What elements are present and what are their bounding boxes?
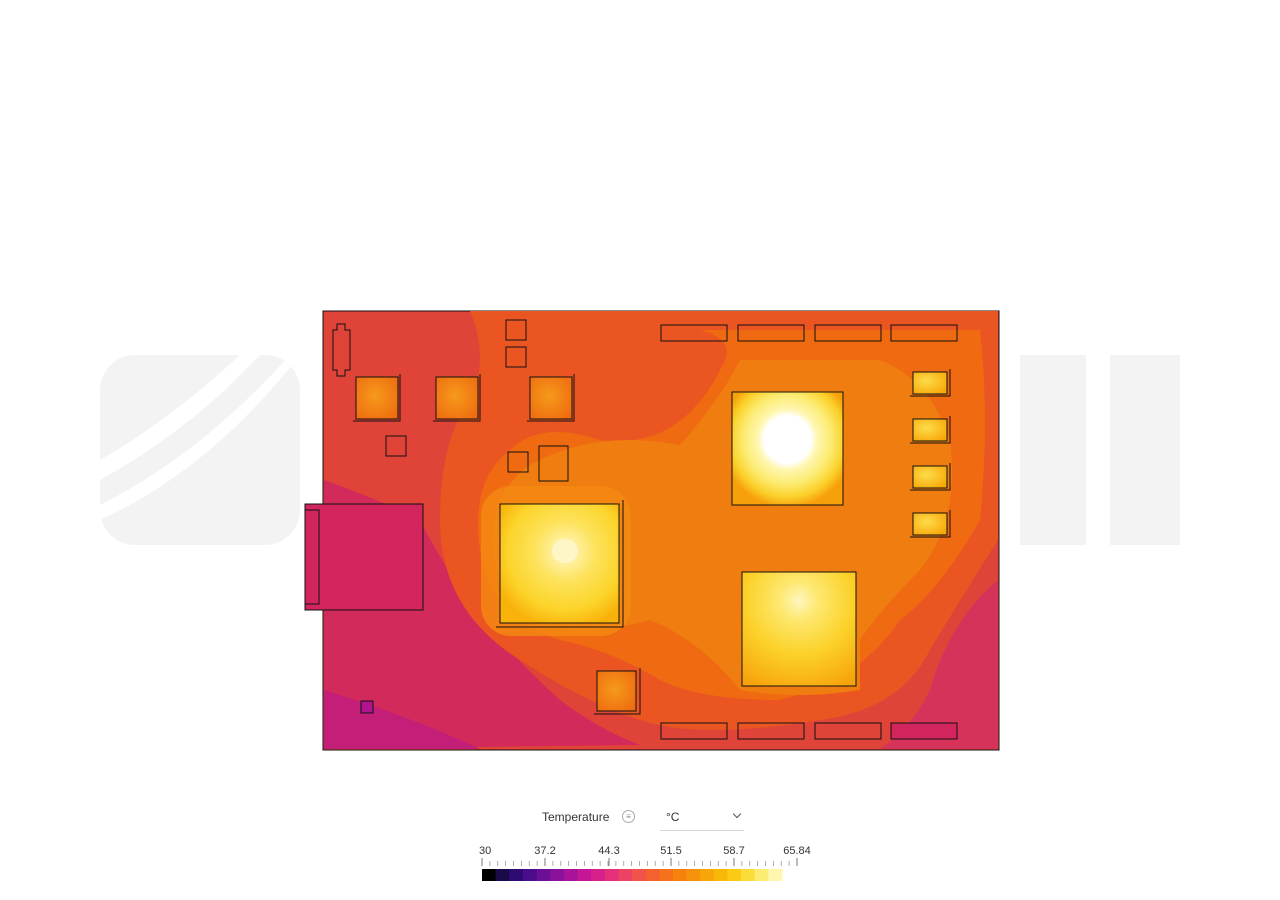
- chip-bottom-small[interactable]: [594, 668, 641, 715]
- unit-dropdown[interactable]: °C: [660, 806, 744, 831]
- tick-label: 58.7: [723, 845, 744, 857]
- colorbar-segment: [563, 869, 578, 881]
- header-pad[interactable]: [737, 324, 805, 342]
- connector-top-left[interactable]: [332, 323, 351, 377]
- header-pad[interactable]: [814, 722, 882, 740]
- colorbar-segment: [577, 869, 592, 881]
- colorbar-segment: [713, 869, 728, 881]
- passive-component[interactable]: [505, 346, 527, 368]
- header-pad[interactable]: [890, 722, 958, 740]
- colorbar-segment: [536, 869, 551, 881]
- tick-label: 51.5: [660, 845, 681, 857]
- watermark: LE: [100, 355, 1180, 545]
- colorbar-segment: [509, 869, 524, 881]
- tick-label: 65.84: [783, 845, 811, 857]
- header-pad[interactable]: [814, 324, 882, 342]
- connector-left[interactable]: [304, 503, 424, 611]
- header-pad[interactable]: [737, 722, 805, 740]
- colorbar-segment: [495, 869, 510, 881]
- pcb-board[interactable]: [304, 310, 1000, 751]
- passive-component[interactable]: [507, 451, 529, 473]
- info-icon[interactable]: ≡: [622, 810, 635, 823]
- colorbar-segment: [727, 869, 742, 881]
- colorbar: 30 37.2 44.3 51.5 58.7 65.84: [479, 845, 811, 881]
- chip-small-hot[interactable]: [910, 510, 951, 538]
- temperature-legend: Temperature ≡ °C 30 37.2 44.3 51.5 58.7 65.84: [470, 800, 830, 890]
- chevron-down-icon: [732, 809, 742, 819]
- passive-component[interactable]: [360, 700, 374, 714]
- tick-label: 37.2: [534, 845, 555, 857]
- colorbar-segment: [700, 869, 715, 881]
- colorbar-segment: [741, 869, 756, 881]
- chip-small-hot[interactable]: [910, 463, 951, 491]
- colorbar-segment: [522, 869, 538, 881]
- colorbar-segment: [632, 869, 647, 881]
- colorbar-segment: [482, 869, 497, 881]
- colorbar-segment: [686, 869, 701, 881]
- passive-component[interactable]: [385, 435, 407, 457]
- header-pad[interactable]: [660, 722, 728, 740]
- colorbar-segment: [591, 869, 606, 881]
- header-pad[interactable]: [660, 324, 728, 342]
- tick-label: 44.3: [598, 845, 619, 857]
- unit-value: °C: [666, 810, 680, 824]
- colorbar-segment: [618, 869, 633, 881]
- chip-small[interactable]: [353, 374, 401, 422]
- colorbar-segment: [550, 869, 565, 881]
- colorbar-segment: [672, 869, 688, 881]
- legend-title: Temperature: [542, 810, 610, 824]
- chip-top-right[interactable]: [731, 391, 844, 506]
- colorbar-segment: [754, 869, 769, 881]
- chip-large-left[interactable]: [481, 486, 631, 636]
- chip-small-hot[interactable]: [910, 416, 951, 444]
- colorbar-segment: [604, 869, 619, 881]
- colorbar-segment: [659, 869, 674, 881]
- passive-component[interactable]: [538, 445, 569, 482]
- colorbar-segment: [768, 869, 783, 881]
- chip-small-hot[interactable]: [910, 369, 951, 397]
- chip-small[interactable]: [433, 374, 481, 422]
- tick-label: 30: [479, 845, 491, 857]
- passive-component[interactable]: [505, 319, 527, 341]
- header-pad[interactable]: [890, 324, 958, 342]
- chip-small[interactable]: [527, 374, 575, 422]
- colorbar-segment: [645, 869, 660, 881]
- chip-bottom-right[interactable]: [741, 571, 857, 687]
